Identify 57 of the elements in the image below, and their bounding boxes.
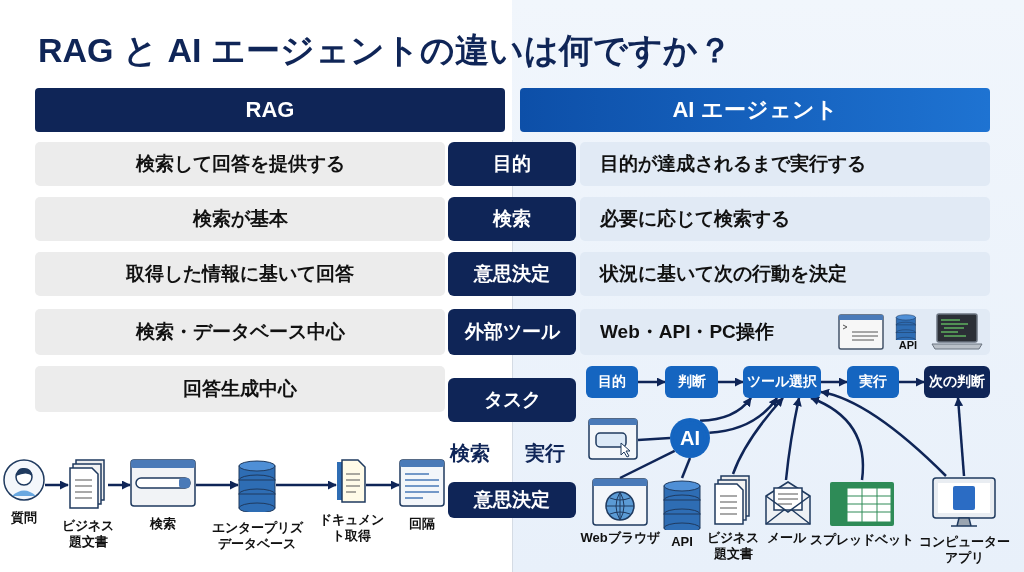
arrow (366, 480, 400, 490)
arrow (276, 480, 337, 490)
comparison-row: 目的が達成されるまで実行する (580, 142, 990, 186)
arrow (699, 397, 752, 422)
flow-step-box: ツール選択 (743, 366, 821, 398)
connector-line (637, 436, 671, 442)
icon-caption: ビジネス題文書 (706, 530, 760, 563)
arrow (731, 397, 784, 475)
icon-caption: メール (765, 530, 807, 547)
category-label: タスク (448, 378, 576, 422)
icon-caption: エンタープリズデータベース (211, 520, 303, 553)
comparison-row: 状況に基いて次の行動を決定 (580, 252, 990, 296)
icon-label: API (897, 339, 919, 351)
icon-caption: 回隔 (408, 516, 436, 533)
flow-step-box: 判断 (665, 366, 718, 398)
icon-caption: ビジネス題文書 (61, 518, 115, 551)
arrow (45, 480, 69, 490)
category-label: 外部ツール (448, 309, 576, 355)
connector-line (680, 457, 692, 479)
arrow (899, 377, 925, 387)
flow-step-box: 実行 (847, 366, 899, 398)
title: RAG と AI エージェントの違いは何ですか？ (38, 30, 732, 71)
arrow (709, 397, 778, 435)
arrow (810, 396, 865, 481)
comparison-row: 検索が基本 (35, 197, 445, 241)
comparison-row: 検索・データベース中心 (35, 309, 445, 355)
category-text: 検索 (450, 441, 490, 466)
icon-caption: Webブラウザ (580, 530, 660, 547)
comparison-row: 必要に応じて検索する (580, 197, 990, 241)
arrow (638, 377, 666, 387)
column-header: RAG (35, 88, 505, 132)
arrow (821, 377, 848, 387)
icon-caption: コンピューターアプリ (917, 534, 1011, 567)
comparison-row: 取得した情報に基いて回答 (35, 252, 445, 296)
category-label: 意思決定 (448, 252, 576, 296)
category-text: 実行 (525, 441, 565, 466)
arrow (196, 480, 239, 490)
icon-caption: ドキュメント取得 (318, 512, 384, 545)
category-label: 意思決定 (448, 482, 576, 518)
column-header: AI エージェント (520, 88, 990, 132)
arrow (108, 480, 131, 490)
comparison-row (580, 309, 990, 355)
category-label: 目的 (448, 142, 576, 186)
icon-caption: スプレッドベット (810, 532, 914, 549)
icon-caption: 質問 (10, 510, 38, 527)
comparison-row: 検索して回答を提供する (35, 142, 445, 186)
arrow (820, 389, 947, 477)
icon-caption: 検索 (148, 516, 177, 533)
arrow (954, 397, 966, 477)
flow-step-box: 目的 (586, 366, 638, 398)
arrow (784, 397, 802, 481)
flow-step-box: 次の判断 (924, 366, 990, 398)
row-text: Web・API・PC操作 (600, 320, 774, 344)
comparison-row: 回答生成中心 (35, 366, 445, 412)
icon-caption: API (670, 534, 694, 551)
category-label: 検索 (448, 197, 576, 241)
arrow (718, 377, 744, 387)
